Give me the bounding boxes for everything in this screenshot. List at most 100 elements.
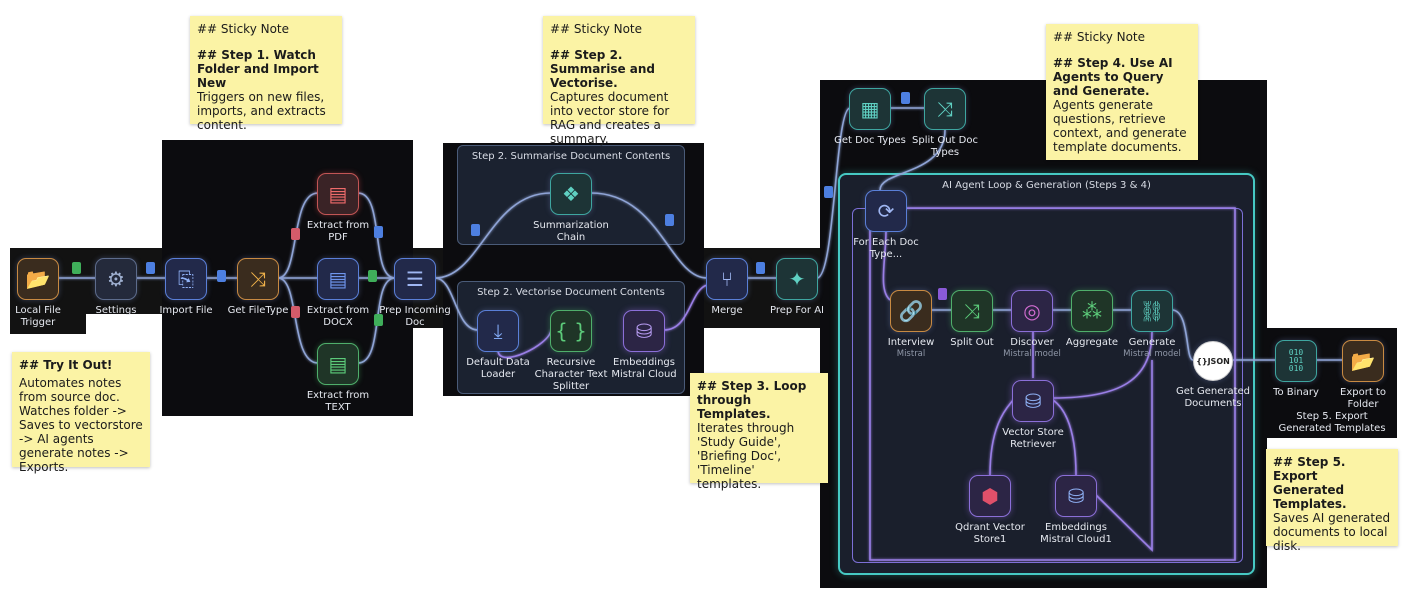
link-doc-icon: ⛓: [1131, 290, 1173, 332]
node-label: For Each Doc Type...: [853, 237, 919, 260]
data-tag: [756, 262, 765, 274]
shuffle-icon: ⤨: [924, 88, 966, 130]
node-label: Extract from DOCX: [306, 305, 370, 328]
sticky-body: Saves AI generated documents to local di…: [1273, 511, 1391, 553]
loop-icon: ⟳: [865, 190, 907, 232]
data-tag: [938, 288, 947, 300]
sticky-note-step5[interactable]: ## Step 5. Export Generated Templates. S…: [1266, 449, 1398, 553]
node-extract-docx[interactable]: ▤ Extract from DOCX: [298, 258, 378, 329]
node-export-to-folder[interactable]: 📂 Export to Folder: [1323, 340, 1403, 411]
node-get-generated-documents[interactable]: {}JSON Get Generated Documents: [1173, 341, 1253, 410]
node-text-splitter[interactable]: { } Recursive Character Text Splitter: [531, 310, 611, 393]
sticky-header: ## Sticky Note: [197, 22, 290, 36]
link-icon: 🔗: [890, 290, 932, 332]
node-get-doc-types[interactable]: ▦ Get Doc Types: [830, 88, 910, 147]
folder-export-icon: 📂: [1342, 340, 1384, 382]
sticky-header: ## Sticky Note: [1053, 30, 1146, 44]
node-for-each-doc-type[interactable]: ⟳ For Each Doc Type...: [846, 190, 926, 261]
braces-icon: { }: [550, 310, 592, 352]
sticky-title: ## Step 3. Loop through Templates.: [697, 379, 807, 421]
sticky-body: Agents generate questions, retrieve cont…: [1053, 98, 1187, 154]
node-label: Import File: [159, 305, 213, 316]
node-sublabel: Mistral model: [1003, 349, 1061, 359]
node-get-filetype[interactable]: ⤨ Get FileType: [218, 258, 298, 317]
node-label: Embeddings Mistral Cloud1: [1040, 522, 1112, 545]
node-vector-store-retriever[interactable]: ⛁ Vector Store Retriever: [993, 380, 1073, 451]
chain-icon: ❖: [550, 173, 592, 215]
sticky-title: ## Step 1. Watch Folder and Import New: [197, 48, 319, 90]
shuffle-icon: ⤨: [237, 258, 279, 300]
data-tag: [291, 228, 300, 240]
node-sublabel: Mistral: [896, 349, 926, 359]
node-prep-for-ai[interactable]: ✦ Prep For AI: [757, 258, 837, 317]
data-tag: [665, 214, 674, 226]
node-label: Merge: [711, 305, 743, 316]
node-label: Settings: [95, 305, 137, 316]
node-label: Qdrant Vector Store1: [955, 522, 1025, 545]
node-settings[interactable]: ⚙ Settings: [76, 258, 156, 317]
node-label: To Binary: [1273, 387, 1319, 398]
node-label: Get Doc Types: [834, 135, 906, 146]
magic-wand-icon: ✦: [776, 258, 818, 300]
node-label: Recursive Character Text Splitter: [534, 357, 608, 392]
data-tag: [217, 270, 226, 282]
text-file-icon: ▤: [317, 343, 359, 385]
node-label: Default Data Loader: [466, 357, 530, 380]
node-split-out-doc-types[interactable]: ⤨ Split Out Doc Types: [905, 88, 985, 159]
merge-icon: ⑂: [706, 258, 748, 300]
node-label: Export to Folder: [1340, 387, 1386, 410]
data-tag: [471, 224, 480, 236]
node-label: Split Out Doc Types: [912, 135, 978, 158]
database-search-icon: ⛁: [623, 310, 665, 352]
data-tag: [368, 270, 377, 282]
data-tag: [72, 262, 81, 274]
pdf-icon: ▤: [317, 173, 359, 215]
gear-icon: ⚙: [95, 258, 137, 300]
sticky-title: ## Step 4. Use AI Agents to Query and Ge…: [1053, 56, 1173, 98]
table-icon: ▦: [849, 88, 891, 130]
node-extract-pdf[interactable]: ▤ Extract from PDF: [298, 173, 378, 244]
node-merge[interactable]: ⑂ Merge: [687, 258, 767, 317]
qdrant-icon: ⬢: [969, 475, 1011, 517]
file-import-icon: ⎘: [165, 258, 207, 300]
node-extract-text[interactable]: ▤ Extract from TEXT: [298, 343, 378, 414]
node-label: Extract from TEXT: [306, 390, 370, 413]
sticky-note-step3[interactable]: ## Step 3. Loop through Templates. Itera…: [690, 373, 828, 491]
list-icon: ☰: [394, 258, 436, 300]
folder-icon: 📂: [17, 258, 59, 300]
node-default-data-loader[interactable]: ⤓ Default Data Loader: [458, 310, 538, 381]
node-label: Prep For AI: [769, 305, 825, 316]
docx-icon: ▤: [317, 258, 359, 300]
node-label: Extract from PDF: [306, 220, 370, 243]
node-prep-incoming-doc[interactable]: ☰ Prep Incoming Doc: [375, 258, 455, 329]
group-ai-loop-label: AI Agent Loop & Generation (Steps 3 & 4): [942, 180, 1151, 191]
sticky-note-try-it-out[interactable]: ## Try It Out! Automates notes from sour…: [12, 352, 150, 474]
node-label: Embeddings Mistral Cloud: [611, 357, 677, 380]
node-import-file[interactable]: ⎘ Import File: [146, 258, 226, 317]
data-tag: [374, 314, 383, 326]
sticky-title: ## Step 5. Export Generated Templates.: [1273, 455, 1347, 511]
aggregate-icon: ⁂: [1071, 290, 1113, 332]
download-icon: ⤓: [477, 310, 519, 352]
data-tag: [291, 306, 300, 318]
sticky-note-step1[interactable]: ## Sticky Note ## Step 1. Watch Folder a…: [190, 16, 342, 132]
group-export-label: Step 5. Export Generated Templates: [1278, 411, 1386, 434]
node-qdrant-vector-store[interactable]: ⬢ Qdrant Vector Store1: [950, 475, 1030, 546]
group-summarise-label: Step 2. Summarise Document Contents: [471, 151, 671, 162]
sticky-title: ## Try It Out!: [19, 358, 113, 372]
sticky-body: Triggers on new files, imports, and extr…: [197, 90, 326, 132]
node-embeddings-mistral-cloud1[interactable]: ⛁ Embeddings Mistral Cloud1: [1036, 475, 1116, 546]
node-label: Prep Incoming Doc: [379, 305, 451, 328]
node-label: Vector Store Retriever: [1002, 427, 1064, 450]
node-summarization-chain[interactable]: ❖ Summarization Chain: [531, 173, 611, 244]
sticky-header: ## Sticky Note: [550, 22, 643, 36]
sticky-title: ## Step 2. Summarise and Vectorise.: [550, 48, 656, 90]
target-icon: ◎: [1011, 290, 1053, 332]
json-badge: {}JSON: [1196, 356, 1230, 366]
node-local-file-trigger[interactable]: 📂 Local File Trigger: [0, 258, 78, 329]
node-embeddings-mistral-cloud[interactable]: ⛁ Embeddings Mistral Cloud: [604, 310, 684, 381]
sticky-note-step2[interactable]: ## Sticky Note ## Step 2. Summarise and …: [543, 16, 695, 146]
sticky-note-step4[interactable]: ## Sticky Note ## Step 4. Use AI Agents …: [1046, 24, 1198, 160]
sticky-body: Iterates through 'Study Guide', 'Briefin…: [697, 421, 795, 491]
